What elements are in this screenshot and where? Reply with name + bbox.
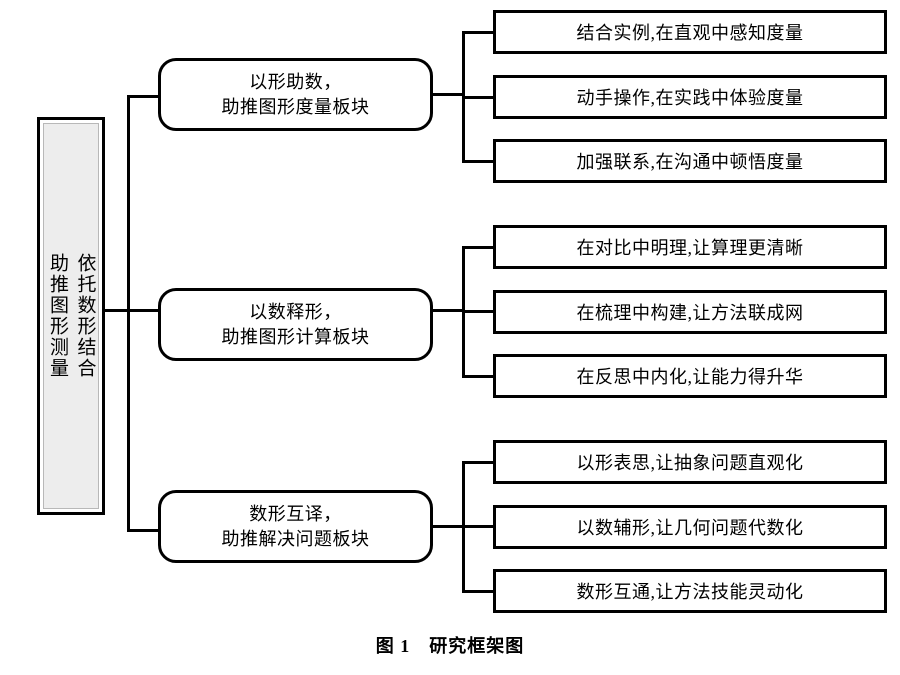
branch-node-3: 数形互译， 助推解决问题板块 <box>158 490 433 563</box>
leaf-node-2-3-label: 在反思中内化,让能力得升华 <box>576 367 804 387</box>
connector-subtrunk-3-to-leaf-1 <box>462 461 496 464</box>
connector-trunk-to-branch-2 <box>127 309 161 312</box>
connector-branch-3-to-subtrunk <box>430 525 465 528</box>
connector-subtrunk-3-to-leaf-3 <box>462 590 496 593</box>
leaf-node-1-1-label: 结合实例,在直观中感知度量 <box>576 23 804 43</box>
root-node-label: 依托数形结合 助推图形测量 <box>47 253 96 379</box>
leaf-node-1-1: 结合实例,在直观中感知度量 <box>493 10 887 54</box>
leaf-node-2-2-label: 在梳理中构建,让方法联成网 <box>576 303 804 323</box>
connector-trunk-to-branch-3 <box>127 529 161 532</box>
branch-node-3-line1: 数形互译， <box>249 504 342 525</box>
connector-subtrunk-1-to-leaf-1 <box>462 31 496 34</box>
connector-subtrunk-1-to-leaf-2 <box>462 96 496 99</box>
connector-trunk-to-branch-1 <box>127 95 161 98</box>
connector-root-to-trunk <box>105 309 130 312</box>
connector-subtrunk-2-to-leaf-3 <box>462 375 496 378</box>
connector-subtrunk-2-to-leaf-2 <box>462 310 496 313</box>
leaf-node-3-3: 数形互通,让方法技能灵动化 <box>493 569 887 613</box>
connector-subtrunk-1-to-leaf-3 <box>462 160 496 163</box>
root-node: 依托数形结合 助推图形测量 <box>37 117 105 515</box>
leaf-node-1-3-label: 加强联系,在沟通中顿悟度量 <box>576 152 804 172</box>
connector-main-trunk <box>127 95 130 532</box>
branch-node-2-line2: 助推图形计算板块 <box>221 326 370 347</box>
connector-branch-2-to-subtrunk <box>430 309 465 312</box>
branch-node-1-line2: 助推图形度量板块 <box>221 96 370 117</box>
leaf-node-3-2-label: 以数辅形,让几何问题代数化 <box>576 518 804 538</box>
connector-branch-1-to-subtrunk <box>430 93 465 96</box>
branch-node-2: 以数释形， 助推图形计算板块 <box>158 288 433 361</box>
branch-node-1-line1: 以形助数， <box>249 72 342 93</box>
leaf-node-2-2: 在梳理中构建,让方法联成网 <box>493 290 887 334</box>
branch-node-3-line2: 助推解决问题板块 <box>221 528 370 549</box>
leaf-node-3-1: 以形表思,让抽象问题直观化 <box>493 440 887 484</box>
leaf-node-1-2: 动手操作,在实践中体验度量 <box>493 75 887 119</box>
branch-node-1: 以形助数， 助推图形度量板块 <box>158 58 433 131</box>
leaf-node-3-1-label: 以形表思,让抽象问题直观化 <box>576 453 804 473</box>
connector-subtrunk-3-to-leaf-2 <box>462 525 496 528</box>
connector-subtrunk-2-to-leaf-1 <box>462 246 496 249</box>
leaf-node-3-3-label: 数形互通,让方法技能灵动化 <box>576 582 804 602</box>
root-node-inner-panel: 依托数形结合 助推图形测量 <box>43 123 99 509</box>
leaf-node-1-3: 加强联系,在沟通中顿悟度量 <box>493 139 887 183</box>
leaf-node-2-1: 在对比中明理,让算理更清晰 <box>493 225 887 269</box>
branch-node-2-line1: 以数释形， <box>249 302 342 323</box>
leaf-node-2-1-label: 在对比中明理,让算理更清晰 <box>576 238 804 258</box>
leaf-node-3-2: 以数辅形,让几何问题代数化 <box>493 505 887 549</box>
leaf-node-1-2-label: 动手操作,在实践中体验度量 <box>576 88 804 108</box>
leaf-node-2-3: 在反思中内化,让能力得升华 <box>493 354 887 398</box>
figure-caption: 图 1 研究框架图 <box>375 636 525 656</box>
